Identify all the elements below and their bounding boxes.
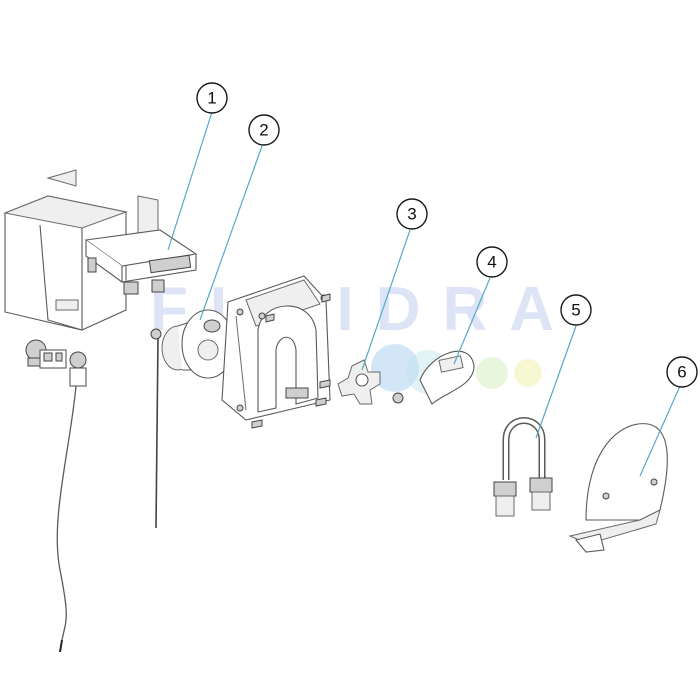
callout-label-2: 2 — [259, 121, 268, 140]
screws — [251, 293, 331, 429]
leader-line-3 — [361, 229, 411, 371]
callout-4: 4 — [476, 246, 508, 278]
leader-line-4 — [453, 277, 491, 365]
callout-label-3: 3 — [407, 205, 416, 224]
circuit-board-icon — [84, 195, 198, 295]
leader-line-1 — [167, 111, 213, 251]
callout-circle-2 — [248, 114, 280, 146]
callout-circle-1 — [196, 82, 228, 114]
motor-icon — [161, 309, 235, 379]
callout-2: 2 — [248, 114, 280, 146]
direction-arrow-icon — [46, 169, 77, 187]
enclosure-box-icon — [3, 195, 128, 387]
watermark-dot-3 — [476, 357, 508, 389]
watermark-dot-4 — [514, 359, 542, 387]
rotor-icon — [337, 359, 404, 405]
power-cable-end — [59, 639, 63, 653]
callout-3: 3 — [396, 198, 428, 230]
callout-label-5: 5 — [571, 301, 580, 320]
leader-line-5 — [535, 325, 577, 439]
callout-label-6: 6 — [677, 363, 686, 382]
watermark-dot-1 — [371, 344, 419, 392]
callout-6: 6 — [666, 356, 698, 388]
leader-line-2 — [199, 145, 263, 321]
tube-icon — [493, 417, 553, 517]
cover-icon — [568, 423, 668, 553]
callout-5: 5 — [560, 294, 592, 326]
label-plate-icon — [419, 350, 475, 405]
power-cable — [56, 385, 77, 641]
leader-line-6 — [639, 385, 681, 477]
pump-body-icon — [221, 275, 331, 421]
callout-circle-4 — [476, 246, 508, 278]
callout-circle-3 — [396, 198, 428, 230]
probe-rod — [150, 328, 162, 529]
callout-label-1: 1 — [207, 89, 216, 108]
callout-circle-5 — [560, 294, 592, 326]
callout-label-4: 4 — [487, 253, 496, 272]
callout-1: 1 — [196, 82, 228, 114]
leader-lines — [167, 111, 681, 477]
callout-circle-6 — [666, 356, 698, 388]
